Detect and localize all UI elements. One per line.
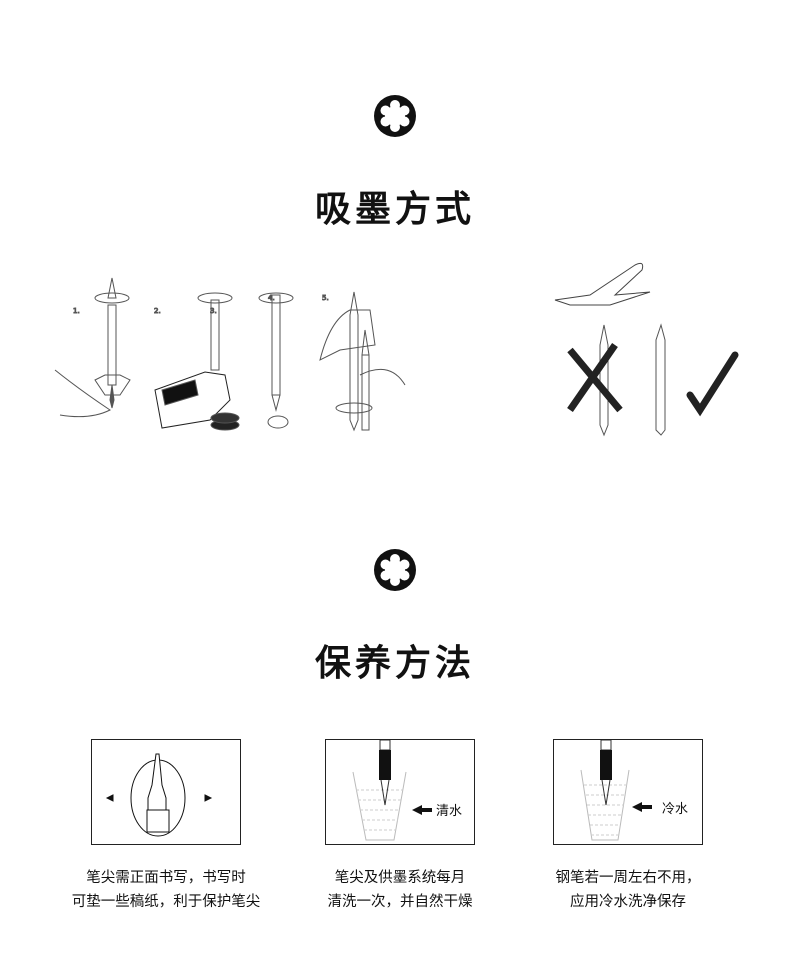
step-5-illustration: 5. [319,294,406,431]
section-title-filling: 吸墨方式 [314,189,475,230]
step-3-illustration: 3. [210,292,294,429]
caption-line: 笔尖需正面书写，书写时 [86,870,246,886]
svg-text:4.: 4. [268,294,275,302]
step-2-illustration: 2. [154,292,240,431]
pen-correct-orientation [655,323,739,436]
pen-wrong-orientation [567,324,623,437]
caption-clean-water: 笔尖及供墨系统每月 清洗一次，并自然干燥 [280,866,520,914]
caption-line: 笔尖及供墨系统每月 [334,870,466,886]
filling-instructions-illustration: 1. 2. 3. 4. 5. [54,262,739,437]
clean-water-label: 清水 [436,804,462,819]
montblanc-star-icon [374,549,416,591]
caption-line: 清洗一次，并自然干燥 [327,894,473,910]
airplane-icon [554,262,651,306]
cold-water-label: 冷水 [662,802,688,817]
nib-orientation-illustration [105,753,213,837]
caption-line: 钢笔若一周左右不用， [555,870,701,886]
nib-in-water-illustration: 清水 [352,739,462,841]
step-4-illustration: 4. [268,291,373,432]
caption-line: 可垫一些稿纸，利于保护笔尖 [71,894,261,910]
card-clean-water: 清水 [325,739,475,845]
svg-text:2.: 2. [154,307,161,315]
nib-in-cold-water-illustration: 冷水 [580,739,688,841]
caption-nib-orientation: 笔尖需正面书写，书写时 可垫一些稿纸，利于保护笔尖 [46,866,286,914]
section-title-maintenance: 保养方法 [314,643,475,684]
card-nib-orientation [91,739,241,845]
caption-line: 应用冷水洗净保存 [570,894,686,910]
svg-text:3.: 3. [210,307,217,315]
svg-text:1.: 1. [73,307,80,315]
card-cold-water: 冷水 [553,739,703,845]
svg-text:5.: 5. [322,294,329,302]
caption-cold-water: 钢笔若一周左右不用， 应用冷水洗净保存 [508,866,748,914]
step-1-illustration: 1. [54,277,131,418]
montblanc-star-icon [374,95,416,137]
